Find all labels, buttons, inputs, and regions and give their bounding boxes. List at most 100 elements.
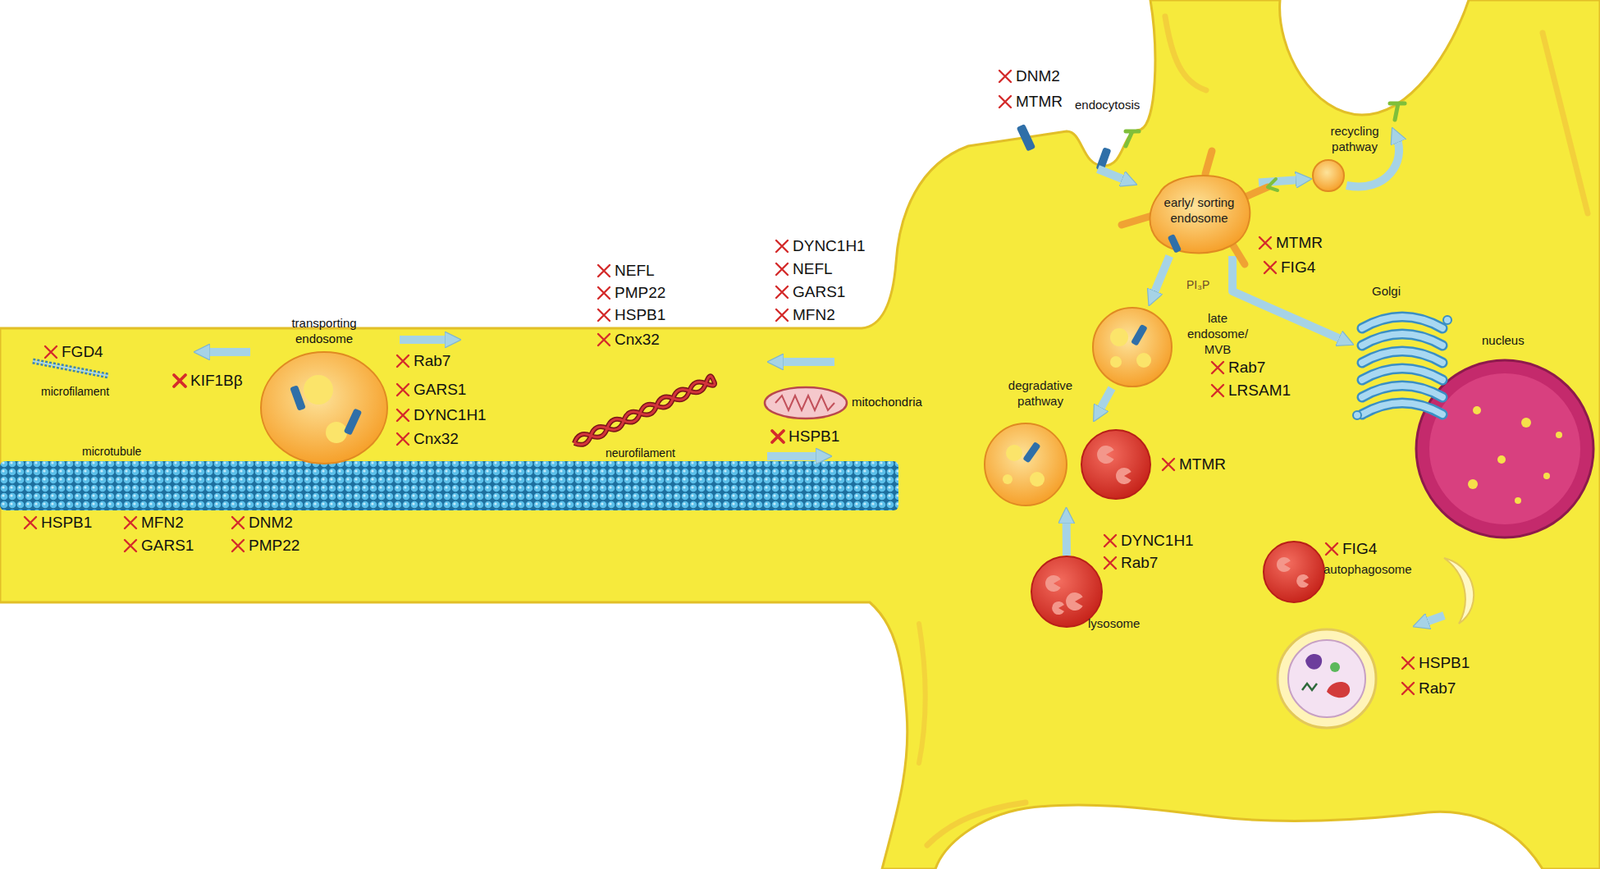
defect-crosses-part — [1402, 682, 1414, 695]
neurofilament-part — [572, 375, 716, 448]
lysosome-shape-part — [1031, 556, 1102, 627]
golgi-apparatus-shape-part — [1362, 316, 1443, 329]
defect-crosses-part — [776, 240, 788, 252]
autophagosome-shape-part — [1326, 681, 1350, 698]
defect-crosses-part — [1104, 534, 1116, 547]
neurofilament-part — [572, 375, 716, 448]
defect-crosses-part — [1104, 557, 1116, 569]
gene-label: PMP22 — [614, 283, 666, 302]
microfilament-part — [32, 361, 109, 376]
late-endosome-shape — [1091, 306, 1174, 389]
phagophore — [1444, 557, 1474, 624]
defect-crosses-part — [776, 286, 788, 298]
transporting-endosome — [260, 352, 388, 464]
degradative-compartment-shape-part — [1005, 444, 1023, 462]
gene-label: DNM2 — [248, 512, 293, 532]
neurofilament-part — [572, 375, 716, 448]
gene-label: NEFL — [792, 259, 833, 279]
defect-crosses-part — [397, 355, 409, 367]
small-lysosome-part — [1296, 574, 1309, 588]
gene-label: MTMR — [1179, 454, 1226, 474]
nucleus-part — [1555, 431, 1563, 439]
pathway-arrows-part — [778, 357, 835, 366]
organelle-label: recycling pathway — [1320, 123, 1390, 155]
gene-label: GARS1 — [141, 535, 194, 555]
nucleus-part — [1416, 360, 1594, 538]
gene-label: Rab7 — [1418, 678, 1456, 698]
gene-label: DYNC1H1 — [792, 236, 866, 256]
early-endosome-shape-part — [1241, 187, 1268, 199]
late-endosome-shape-part — [1110, 328, 1129, 347]
pathway-arrow — [1258, 179, 1301, 183]
golgi-apparatus-shape-part — [1362, 385, 1443, 398]
autophagosome-shape-part — [1302, 683, 1317, 691]
mitochondrion — [764, 387, 847, 419]
pathway-arrows-part — [1346, 137, 1399, 188]
pathway-arrow — [1232, 256, 1344, 341]
receptors-part — [1016, 123, 1036, 152]
defect-crosses-part — [1211, 361, 1224, 374]
pathway-arrows-part — [205, 347, 251, 357]
part-label: microfilament — [41, 384, 110, 399]
defect-crosses — [24, 70, 1414, 695]
microfilament — [32, 361, 109, 376]
early-endosome-shape-part — [1121, 214, 1155, 225]
defect-crosses-part — [999, 70, 1011, 83]
defect-crosses-part — [772, 430, 784, 443]
microtubule-part — [0, 461, 899, 511]
golgi-apparatus-shape-part — [1362, 368, 1443, 380]
early-endosome-shape-part — [1149, 175, 1250, 253]
late-endosome-shape-part — [1110, 356, 1122, 368]
defect-crosses-part — [397, 384, 409, 396]
gene-label: FGD4 — [61, 342, 104, 362]
gene-label: Cnx32 — [614, 329, 660, 349]
receptors-part — [1389, 103, 1405, 120]
defect-crosses-part — [598, 333, 610, 346]
autophagosome-shape-part — [1330, 662, 1340, 672]
organelle-label: late endosome/ MVB — [1179, 310, 1256, 357]
degradative-compartment: degradative pathway — [982, 421, 1153, 508]
golgi-apparatus-shape-part — [1362, 351, 1443, 363]
defect-crosses-part — [1325, 543, 1338, 555]
small-lysosome — [1263, 541, 1325, 603]
gene-label: FIG4 — [1280, 257, 1316, 277]
part-label: endocytosis — [1074, 96, 1140, 113]
autophagosome-shape-part — [1305, 653, 1322, 670]
defect-crosses-part — [232, 539, 244, 552]
gene-label: Rab7 — [1228, 357, 1266, 377]
gene-label: DYNC1H1 — [1120, 530, 1194, 550]
transporting-endosome-part — [303, 374, 334, 405]
golgi-apparatus-shape-part — [1362, 333, 1443, 346]
nucleus-part — [1514, 497, 1522, 504]
early-endosome: early/ sorting endosome — [1139, 164, 1259, 256]
defect-crosses-part — [1264, 261, 1276, 274]
degradative-compartment-shape-part — [1097, 445, 1115, 464]
lysosome-shape-part — [1065, 592, 1084, 611]
gene-label: MFN2 — [792, 305, 836, 325]
pathway-arrows-part — [767, 452, 821, 461]
degradative-compartment-shape-part — [1002, 474, 1013, 485]
gene-label: KIF1Bβ — [190, 370, 243, 390]
gene-label: HSPB1 — [788, 426, 840, 446]
degradative-compartment-shape-part — [1081, 429, 1151, 499]
defect-crosses-part — [1211, 384, 1224, 397]
pathway-arrow — [1098, 388, 1112, 412]
gene-label: Rab7 — [413, 351, 451, 371]
neurofilament-part — [572, 375, 716, 448]
late-endosome-shape-part — [1130, 324, 1148, 347]
defect-crosses-part — [598, 265, 610, 277]
gene-label: PMP22 — [248, 535, 300, 555]
late-endosome: late endosome/ MVB — [1091, 306, 1174, 389]
gene-label: HSPB1 — [1418, 653, 1470, 672]
defect-crosses-part — [124, 539, 137, 552]
defect-crosses-part — [598, 309, 610, 321]
neuron-body-part — [918, 623, 926, 764]
pathway-arrows-part — [1097, 169, 1127, 181]
degradative-compartment-shape-part — [1022, 441, 1041, 463]
nucleus-part — [1497, 455, 1506, 464]
